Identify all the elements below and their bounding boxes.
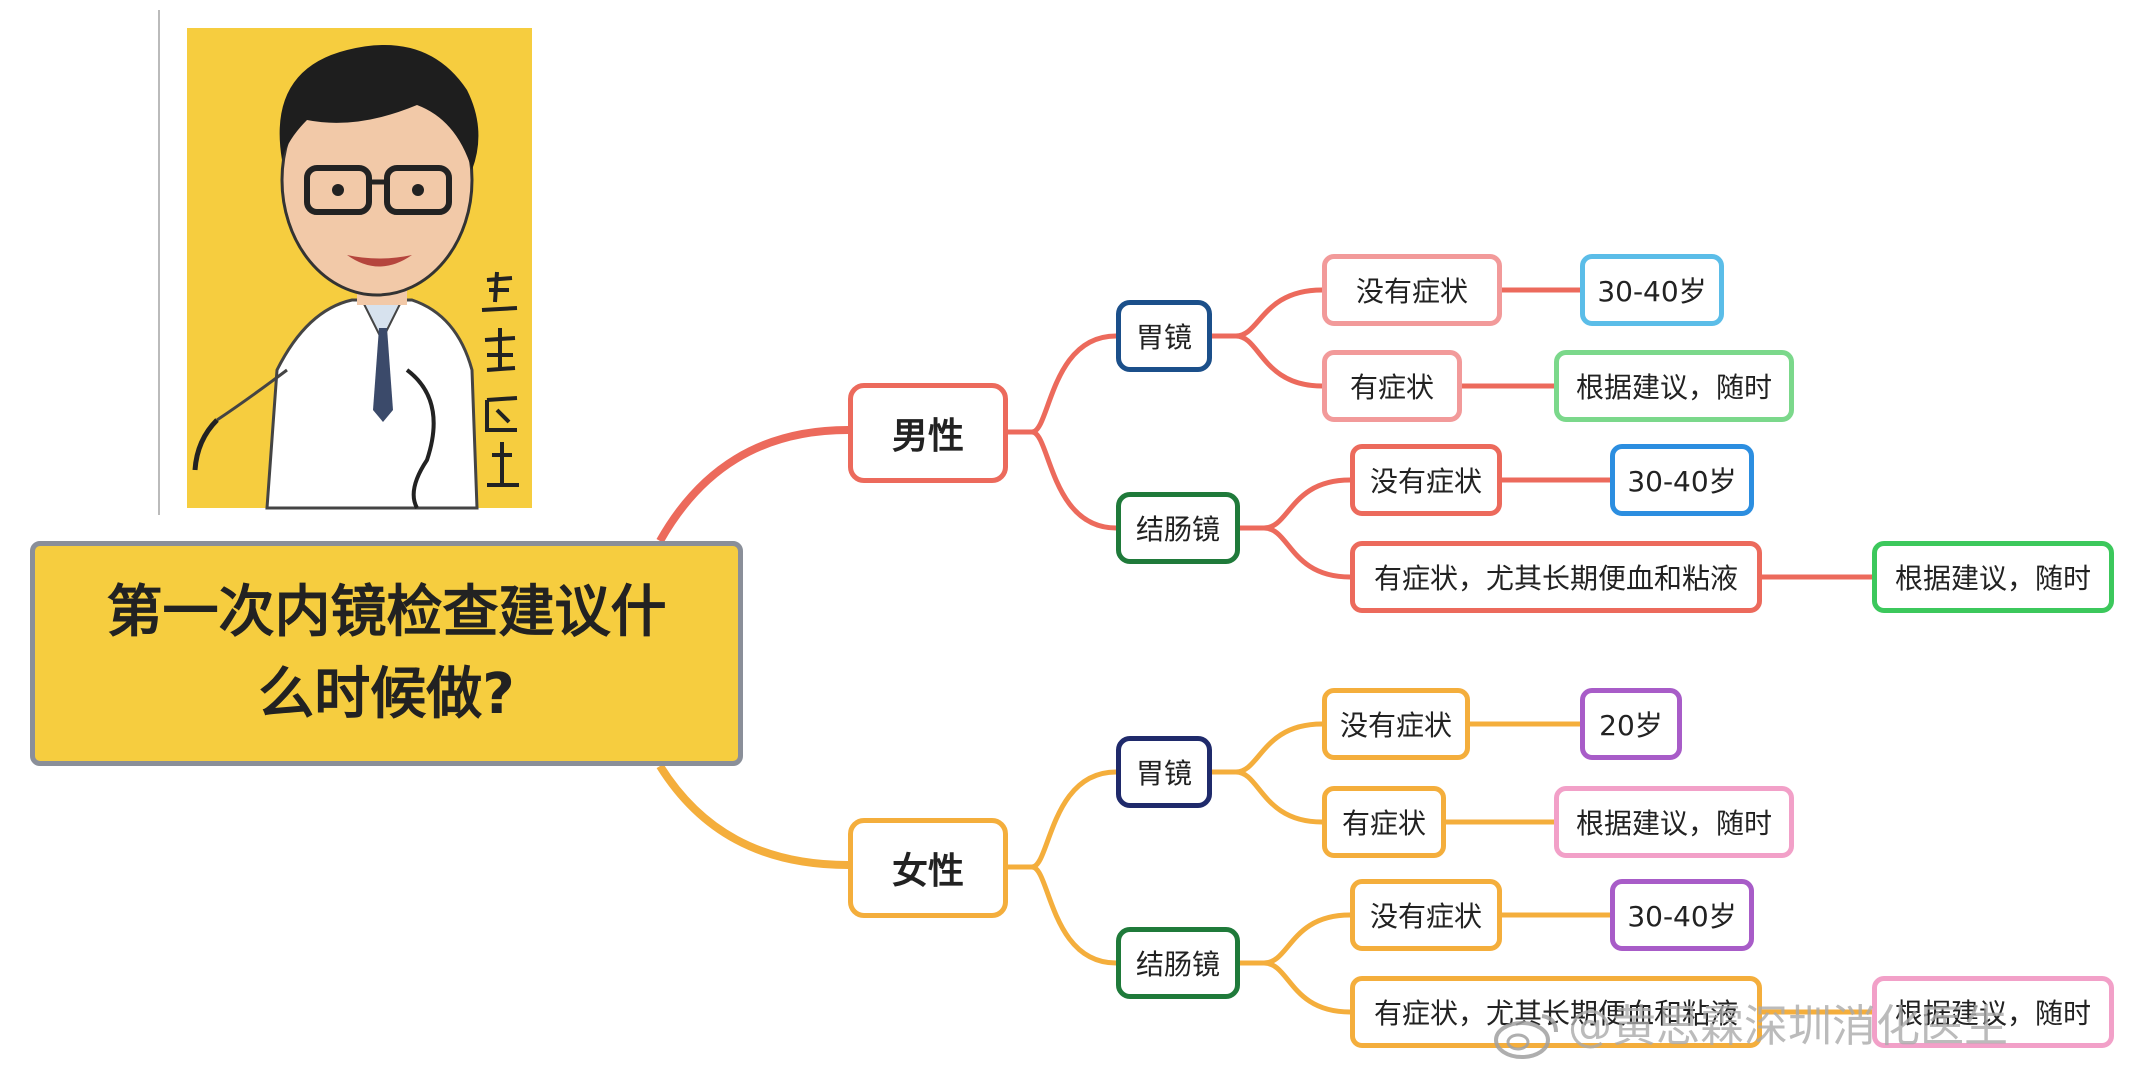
branch-male[interactable]: 男性	[848, 383, 1008, 483]
female-gastro-no-symptoms-age[interactable]: 20岁	[1580, 688, 1682, 760]
doctor-portrait	[157, 10, 562, 515]
female-colon-no-symptoms[interactable]: 没有症状	[1350, 879, 1502, 951]
branch-female[interactable]: 女性	[848, 818, 1008, 918]
female-colon-symptoms-advice[interactable]: 根据建议，随时	[1872, 976, 2114, 1048]
male-gastro-symptoms[interactable]: 有症状	[1322, 350, 1462, 422]
male-colon-symptoms[interactable]: 有症状，尤其长期便血和粘液	[1350, 541, 1762, 613]
male-gastro-no-symptoms-age[interactable]: 30-40岁	[1580, 254, 1724, 326]
male-colon-no-symptoms[interactable]: 没有症状	[1350, 444, 1502, 516]
female-gastro-symptoms[interactable]: 有症状	[1322, 786, 1446, 858]
weibo-icon	[1492, 1008, 1562, 1064]
male-colon-symptoms-advice[interactable]: 根据建议，随时	[1872, 541, 2114, 613]
root-topic[interactable]: 第一次内镜检查建议什么时候做?	[30, 541, 743, 766]
female-gastro-symptoms-advice[interactable]: 根据建议，随时	[1554, 786, 1794, 858]
female-colonoscopy[interactable]: 结肠镜	[1116, 927, 1240, 999]
male-colon-no-symptoms-age[interactable]: 30-40岁	[1610, 444, 1754, 516]
male-gastroscopy[interactable]: 胃镜	[1116, 300, 1212, 372]
female-gastro-no-symptoms[interactable]: 没有症状	[1322, 688, 1470, 760]
female-gastroscopy[interactable]: 胃镜	[1116, 736, 1212, 808]
male-gastro-no-symptoms[interactable]: 没有症状	[1322, 254, 1502, 326]
female-colon-no-symptoms-age[interactable]: 30-40岁	[1610, 879, 1754, 951]
male-colonoscopy[interactable]: 结肠镜	[1116, 492, 1240, 564]
male-gastro-symptoms-advice[interactable]: 根据建议，随时	[1554, 350, 1794, 422]
signature-graphic	[481, 271, 519, 487]
watermark-text: @黄思霖深圳消化医生	[1568, 1001, 2008, 1052]
